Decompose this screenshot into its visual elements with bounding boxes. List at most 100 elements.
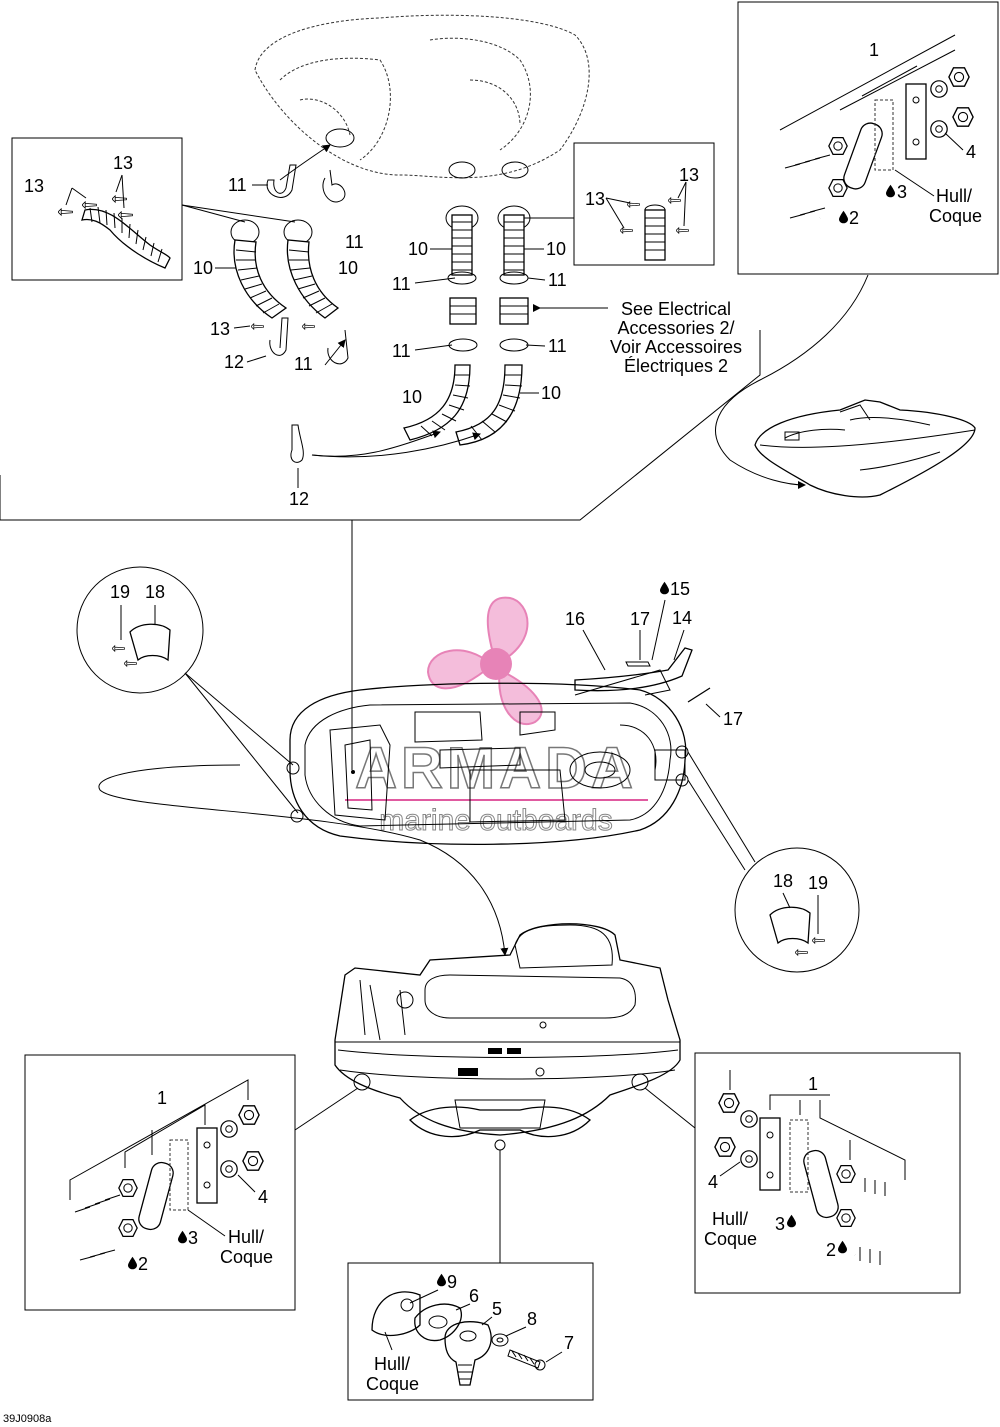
watermark-tagline: marine outboards — [379, 804, 612, 837]
callout-11a: 11 — [228, 175, 247, 195]
boat-side-view — [754, 399, 976, 498]
callout-1-right: 1 — [808, 1074, 818, 1094]
leader — [944, 132, 964, 151]
hull-label-right-1: Hull/ — [712, 1209, 748, 1229]
callout-11e: 11 — [548, 270, 567, 290]
propeller-logo — [426, 596, 543, 725]
callout-17a: 17 — [630, 609, 650, 629]
callout-7: 7 — [564, 1333, 574, 1353]
callout-18-right: 18 — [773, 871, 793, 891]
callout-9: 9 — [447, 1272, 457, 1292]
leader — [184, 672, 294, 766]
callout-15: 15 — [670, 579, 690, 599]
callout-10c: 10 — [408, 239, 428, 259]
leader — [527, 277, 546, 281]
callout-10d: 10 — [546, 239, 566, 259]
callout-13b: 13 — [24, 176, 44, 196]
callout-8: 8 — [527, 1309, 537, 1329]
watermark-brand: ARMADA — [355, 736, 637, 801]
hose-detail-right — [605, 181, 689, 261]
top-region-border — [0, 330, 761, 521]
callout-2-right: 2 — [826, 1240, 836, 1260]
u-bolt-box-left — [24, 1054, 296, 1311]
arrow — [98, 764, 509, 956]
callout-10a: 10 — [193, 258, 213, 278]
callout-11d: 11 — [392, 274, 411, 294]
drain-plug-assembly — [371, 1291, 546, 1386]
drain-plug-box — [347, 1262, 594, 1401]
note-see-electrical-2: Accessories 2/ — [617, 318, 734, 338]
callout-10e: 10 — [402, 387, 422, 407]
callout-13a: 13 — [113, 153, 133, 173]
callout-13e: 13 — [585, 189, 605, 209]
leader — [651, 599, 666, 661]
clamp-11-left — [266, 164, 349, 365]
callout-11g: 11 — [548, 336, 567, 356]
callout-3-top: 3 — [897, 182, 907, 202]
note-see-electrical-4: Électriques 2 — [624, 356, 728, 376]
arrow — [279, 144, 331, 181]
callout-3-right: 3 — [775, 1214, 785, 1234]
callout-19-left: 19 — [110, 582, 130, 602]
callout-10b: 10 — [338, 258, 358, 278]
hull-label-left-1: Hull/ — [228, 1227, 264, 1247]
note-see-electrical-1: See Electrical — [621, 299, 731, 319]
leader — [409, 1289, 439, 1304]
boat-rear-view — [334, 923, 681, 1151]
hose-detail-box-right — [573, 142, 715, 266]
callout-1-left: 1 — [157, 1088, 167, 1108]
arrow — [311, 432, 481, 458]
callout-19-right: 19 — [808, 873, 828, 893]
hull-label-drain-1: Hull/ — [374, 1354, 410, 1374]
hose-10-left-a — [230, 219, 288, 319]
callout-11c: 11 — [294, 354, 313, 374]
leader — [184, 672, 299, 814]
leader — [644, 1087, 696, 1129]
deck-top-view — [286, 669, 689, 846]
hose-10-left-b — [283, 219, 340, 319]
watermark: ARMADA marine outboards — [345, 596, 648, 838]
leader — [705, 703, 721, 718]
callout-11f: 11 — [392, 341, 411, 361]
leader — [582, 629, 606, 671]
leader — [673, 629, 685, 661]
leader — [187, 1209, 226, 1237]
callout-13d: 13 — [679, 165, 699, 185]
clamp-12 — [290, 424, 304, 463]
arrow — [715, 274, 869, 489]
leader — [246, 355, 267, 363]
callout-4-left: 4 — [258, 1187, 268, 1207]
leader — [481, 1316, 493, 1326]
hull-label-top-2: Coque — [929, 206, 982, 226]
u-bolt-box-top — [737, 1, 999, 275]
leader — [894, 169, 935, 197]
leader — [414, 277, 456, 284]
callout-2-top: 2 — [849, 208, 859, 228]
leader — [505, 1326, 527, 1337]
u-bolt-assembly-left — [48, 1079, 264, 1274]
leader — [294, 1087, 359, 1131]
callout-4-top: 4 — [966, 142, 976, 162]
callout-3-left: 3 — [188, 1228, 198, 1248]
callout-10f: 10 — [541, 383, 561, 403]
diagram-code: 39J0908a — [3, 1413, 52, 1425]
callout-5: 5 — [492, 1299, 502, 1319]
leader — [687, 751, 756, 863]
callout-16: 16 — [565, 609, 585, 629]
hose-detail-box-left — [11, 137, 183, 281]
u-bolt-assembly-right — [714, 1070, 920, 1265]
callout-4-right: 4 — [708, 1172, 718, 1192]
leader — [181, 204, 296, 223]
callout-2-left: 2 — [138, 1254, 148, 1274]
callout-11b: 11 — [345, 232, 364, 252]
hose-detail-left — [58, 174, 171, 269]
hull-label-top-1: Hull/ — [936, 186, 972, 206]
hull-label-right-2: Coque — [704, 1229, 757, 1249]
hose-stack-center — [403, 205, 531, 446]
hull-label-left-2: Coque — [220, 1247, 273, 1267]
callout-6: 6 — [469, 1286, 479, 1306]
dashed-hull-outline — [254, 14, 590, 179]
leader — [233, 325, 251, 329]
u-bolt-assembly-top — [755, 34, 974, 227]
